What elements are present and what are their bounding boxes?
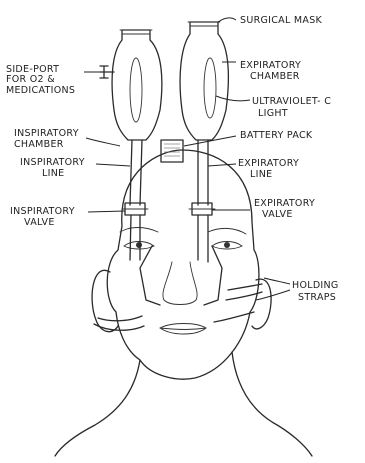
inspiratory-chamber xyxy=(112,30,162,140)
label-inspiratory-line: INSPIRATORY xyxy=(20,157,85,168)
svg-text:VALVE: VALVE xyxy=(24,217,55,228)
left-ear xyxy=(92,270,118,331)
label-holding-straps: HOLDING xyxy=(292,280,339,291)
svg-text:STRAPS: STRAPS xyxy=(298,292,336,303)
label-expiratory-valve: EXPIRATORY xyxy=(254,198,315,209)
svg-text:CHAMBER: CHAMBER xyxy=(250,71,300,82)
label-expiratory-chamber: EXPIRATORY xyxy=(240,60,301,71)
svg-text:LIGHT: LIGHT xyxy=(258,108,288,119)
label-inspiratory-chamber: INSPIRATORY xyxy=(14,128,79,139)
label-surgical-mask: SURGICAL MASK xyxy=(240,15,323,26)
svg-text:LINE: LINE xyxy=(250,169,272,180)
label-expiratory-line: EXPIRATORY xyxy=(238,158,299,169)
svg-text:MEDICATIONS: MEDICATIONS xyxy=(6,85,75,96)
nasal-piece xyxy=(140,246,222,305)
svg-text:CHAMBER: CHAMBER xyxy=(14,139,64,150)
svg-text:LINE: LINE xyxy=(42,168,64,179)
label-inspiratory-valve: INSPIRATORY xyxy=(10,206,75,217)
expiratory-line xyxy=(198,140,208,262)
svg-text:FOR O2 &: FOR O2 & xyxy=(6,74,55,85)
label-uv-light: ULTRAVIOLET- C xyxy=(252,96,331,107)
nose xyxy=(163,262,197,305)
label-battery-pack: BATTERY PACK xyxy=(240,130,313,141)
uv-light xyxy=(204,58,216,118)
neck-outline xyxy=(55,360,140,456)
svg-text:VALVE: VALVE xyxy=(262,209,293,220)
mouth xyxy=(160,324,206,335)
